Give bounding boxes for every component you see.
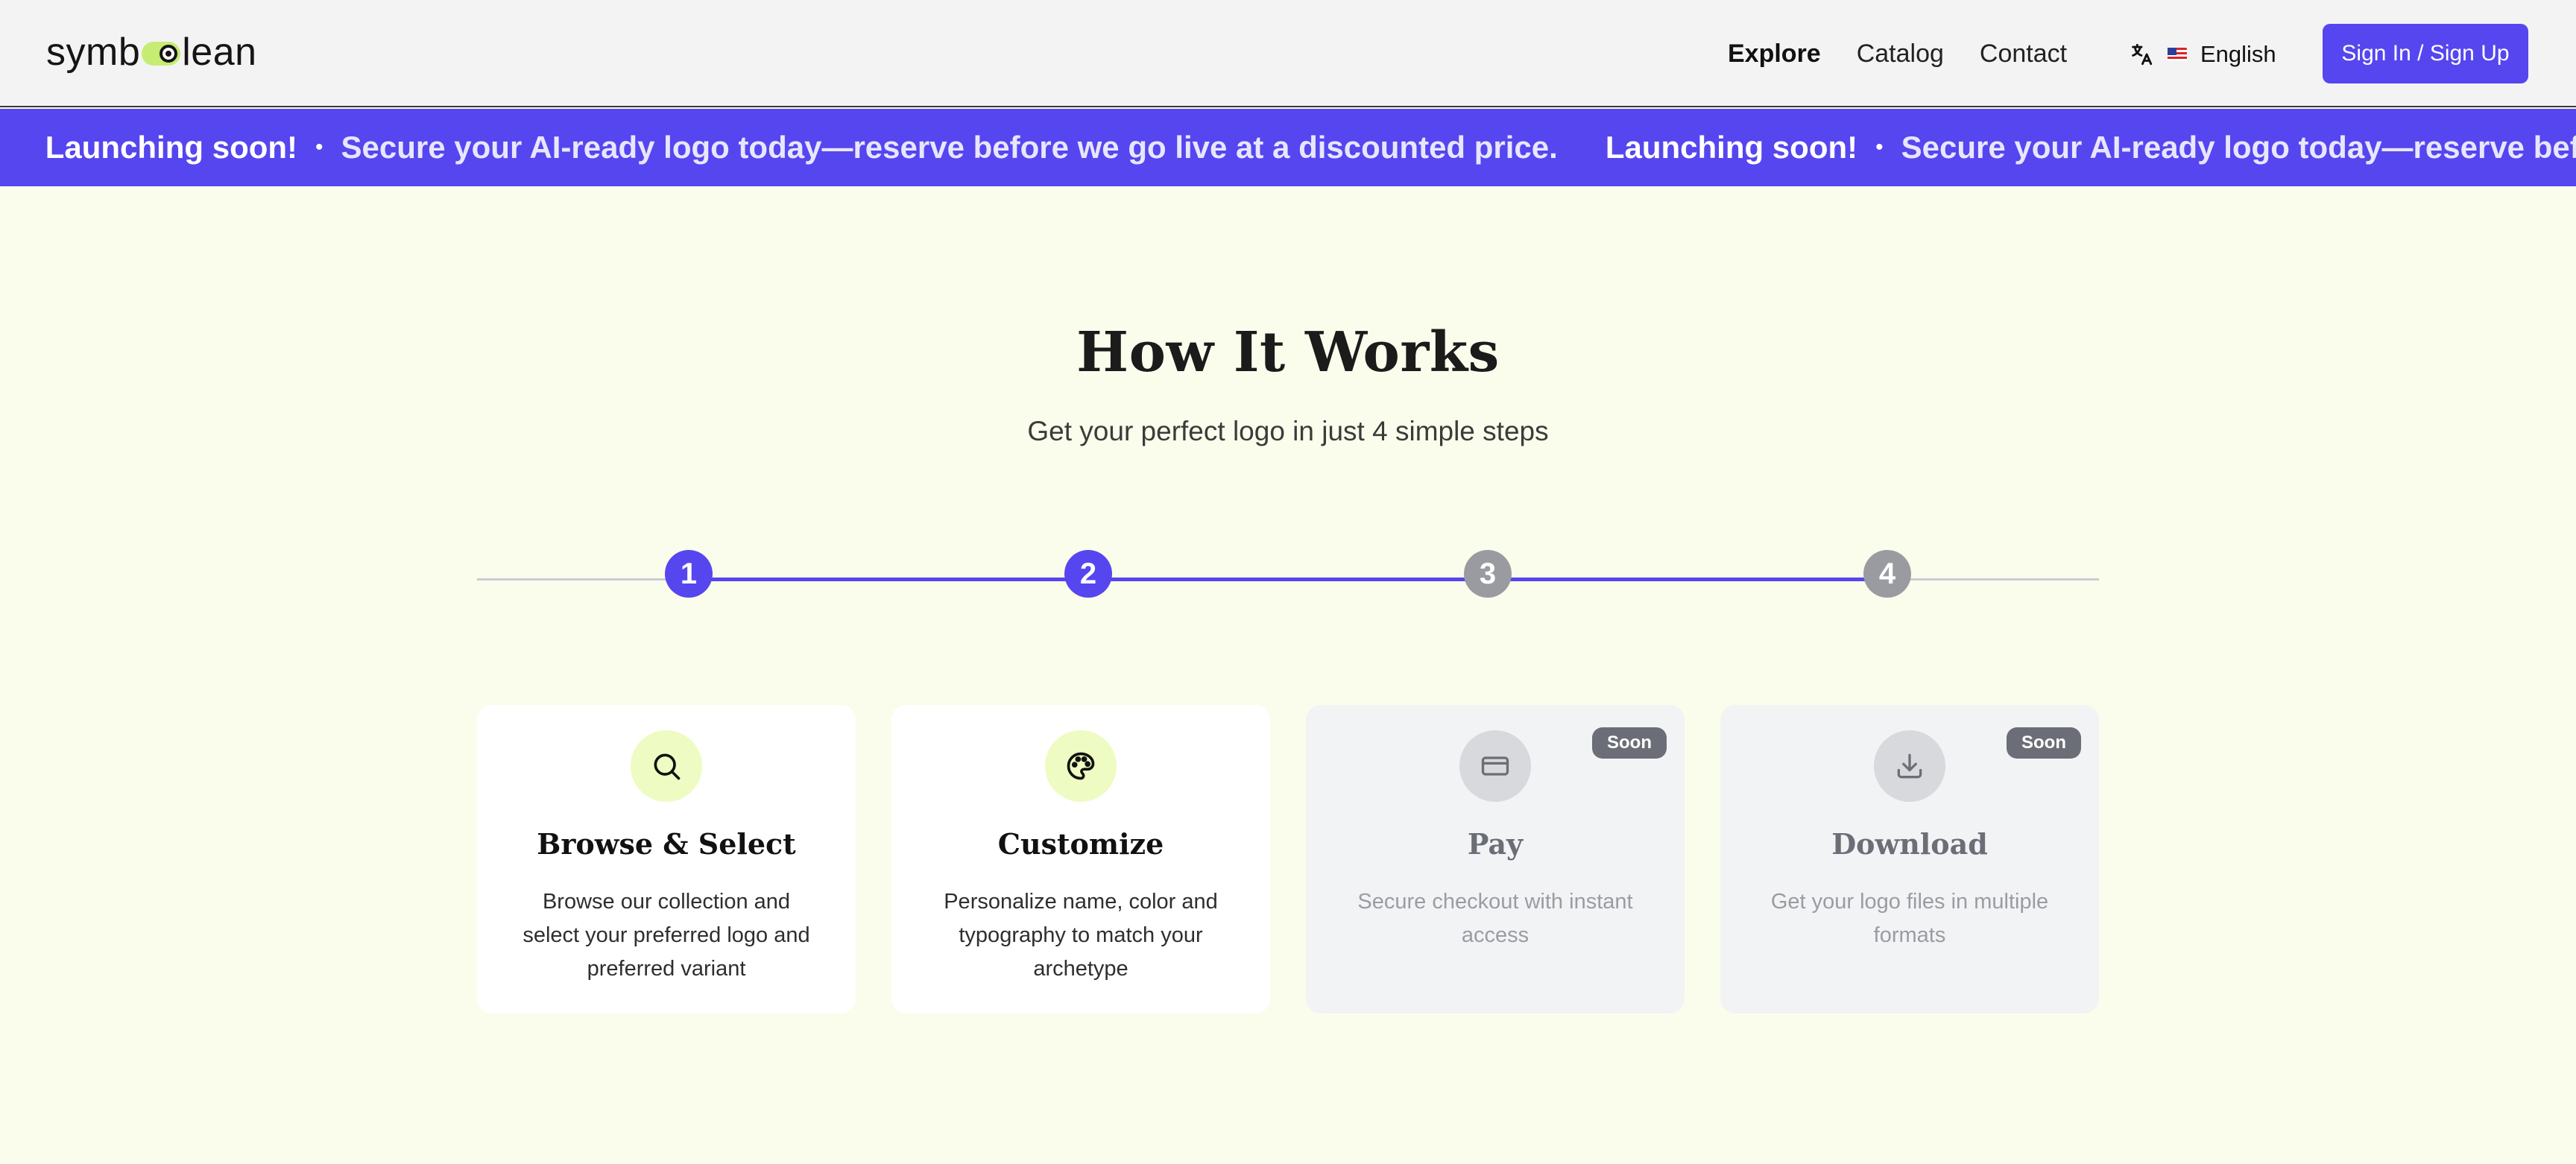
us-flag-icon xyxy=(2168,48,2187,61)
step-2: 2 xyxy=(1064,550,1112,598)
card-pay: Soon Pay Secure checkout with instant ac… xyxy=(1306,705,1685,1013)
logo-toggle-icon xyxy=(142,42,181,66)
card-description: Browse our collection and select your pr… xyxy=(523,890,810,981)
brand-logo[interactable]: symb lean xyxy=(46,28,257,76)
card-title: Customize xyxy=(997,827,1164,861)
banner-message: Secure your AI-ready logo today—reserve … xyxy=(341,130,1558,165)
card-title: Download xyxy=(1831,827,1988,861)
card-description: Get your logo files in multiple formats xyxy=(1770,890,2049,947)
download-icon xyxy=(1874,730,1945,802)
language-selector[interactable]: English xyxy=(2129,36,2276,73)
palette-icon xyxy=(1045,730,1117,802)
translate-icon xyxy=(2132,43,2153,66)
banner-bullet: • xyxy=(315,135,323,159)
nav-contact[interactable]: Contact xyxy=(1979,39,2068,68)
top-header: symb lean Explore Catalog Contact Englis… xyxy=(0,0,2576,107)
banner-message: Secure your AI-ready logo today—reserve … xyxy=(1901,130,2576,165)
stepper-progress xyxy=(689,578,1887,581)
section-subtitle: Get your perfect logo in just 4 simple s… xyxy=(1027,416,1549,446)
card-description: Personalize name, color and typography t… xyxy=(944,890,1218,981)
banner-bullet: • xyxy=(1875,135,1884,159)
banner-headline: Launching soon! xyxy=(45,130,298,165)
logo-text-left: symb xyxy=(46,31,141,74)
main-nav: Explore Catalog Contact xyxy=(1728,34,2067,73)
banner-marquee: • Launching soon! • Secure your AI-ready… xyxy=(0,109,2576,186)
card-title: Pay xyxy=(1467,827,1524,861)
nav-catalog[interactable]: Catalog xyxy=(1856,39,1944,68)
nav-explore[interactable]: Explore xyxy=(1728,39,1821,68)
search-icon xyxy=(631,730,702,802)
logo-text-right: lean xyxy=(182,31,257,74)
sign-in-button[interactable]: Sign In / Sign Up xyxy=(2323,24,2528,83)
step-4: 4 xyxy=(1863,550,1911,598)
card-description: Secure checkout with instant access xyxy=(1357,890,1633,947)
language-label: English xyxy=(2200,41,2276,67)
announcement-banner: • Launching soon! • Secure your AI-ready… xyxy=(0,109,2576,186)
soon-badge: Soon xyxy=(2007,727,2081,759)
section-title: How It Works xyxy=(1076,320,1500,385)
card-customize[interactable]: Customize Personalize name, color and ty… xyxy=(891,705,1270,1013)
card-browse-select[interactable]: Browse & Select Browse our collection an… xyxy=(477,705,856,1013)
card-title: Browse & Select xyxy=(537,827,796,861)
step-3: 3 xyxy=(1464,550,1512,598)
card-download: Soon Download Get your logo files in mul… xyxy=(1720,705,2099,1013)
soon-badge: Soon xyxy=(1592,727,1667,759)
step-1: 1 xyxy=(665,550,713,598)
credit-card-icon xyxy=(1459,730,1531,802)
banner-headline: Launching soon! xyxy=(1605,130,1858,165)
